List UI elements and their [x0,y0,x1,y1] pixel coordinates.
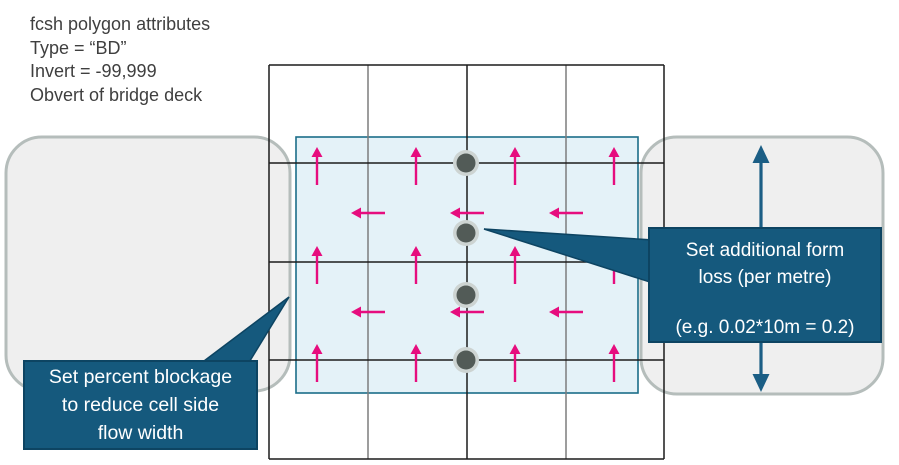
left-flow-arrow-icon [351,207,385,219]
bridge-pier-dot [453,220,479,246]
callout-line: Set additional form [685,240,845,261]
callout-line: (e.g. 0.02*10m = 0.2) [675,317,855,338]
up-flow-arrow-icon [311,246,323,284]
up-flow-arrow-icon [311,147,323,185]
left-flow-arrow-icon [450,207,484,219]
callout-line: to reduce cell side [61,394,220,416]
left-flow-arrows [351,207,583,318]
up-flow-arrow-icon [311,344,323,382]
left-flow-arrow-icon [351,306,385,318]
bridge-pier-dot [453,150,479,176]
annotation-line: Obvert of bridge deck [30,84,203,105]
up-flow-arrow-icon [509,246,521,284]
callout-percent-blockage: Set percent blockage to reduce cell side… [23,360,258,450]
up-flow-arrow-icon [608,344,620,382]
up-flow-arrow-icon [410,147,422,185]
annotation-line: Type = “BD” [30,37,127,58]
bridge-pier-dots [453,150,479,373]
callout-line: flow width [97,422,184,444]
left-flow-arrow-icon [549,306,583,318]
annotation-line: Invert = -99,999 [30,61,157,81]
up-flow-arrow-icon [509,147,521,185]
bridge-pier-dot [453,347,479,373]
up-flow-arrows [311,147,620,382]
callout-line: Set percent blockage [48,366,233,388]
up-flow-arrow-icon [509,344,521,382]
callout-line: loss (per metre) [698,267,832,288]
annotation-text: fcsh polygon attributes Type = “BD” Inve… [30,13,210,107]
left-flow-arrow-icon [549,207,583,219]
up-flow-arrow-icon [608,147,620,185]
callout-form-loss: Set additional form loss (per metre) (e.… [648,227,882,343]
bridge-pier-dot [453,282,479,308]
up-flow-arrow-icon [410,246,422,284]
left-flow-arrow-icon [450,306,484,318]
annotation-line: fcsh polygon attributes [30,14,211,34]
up-flow-arrow-icon [410,344,422,382]
